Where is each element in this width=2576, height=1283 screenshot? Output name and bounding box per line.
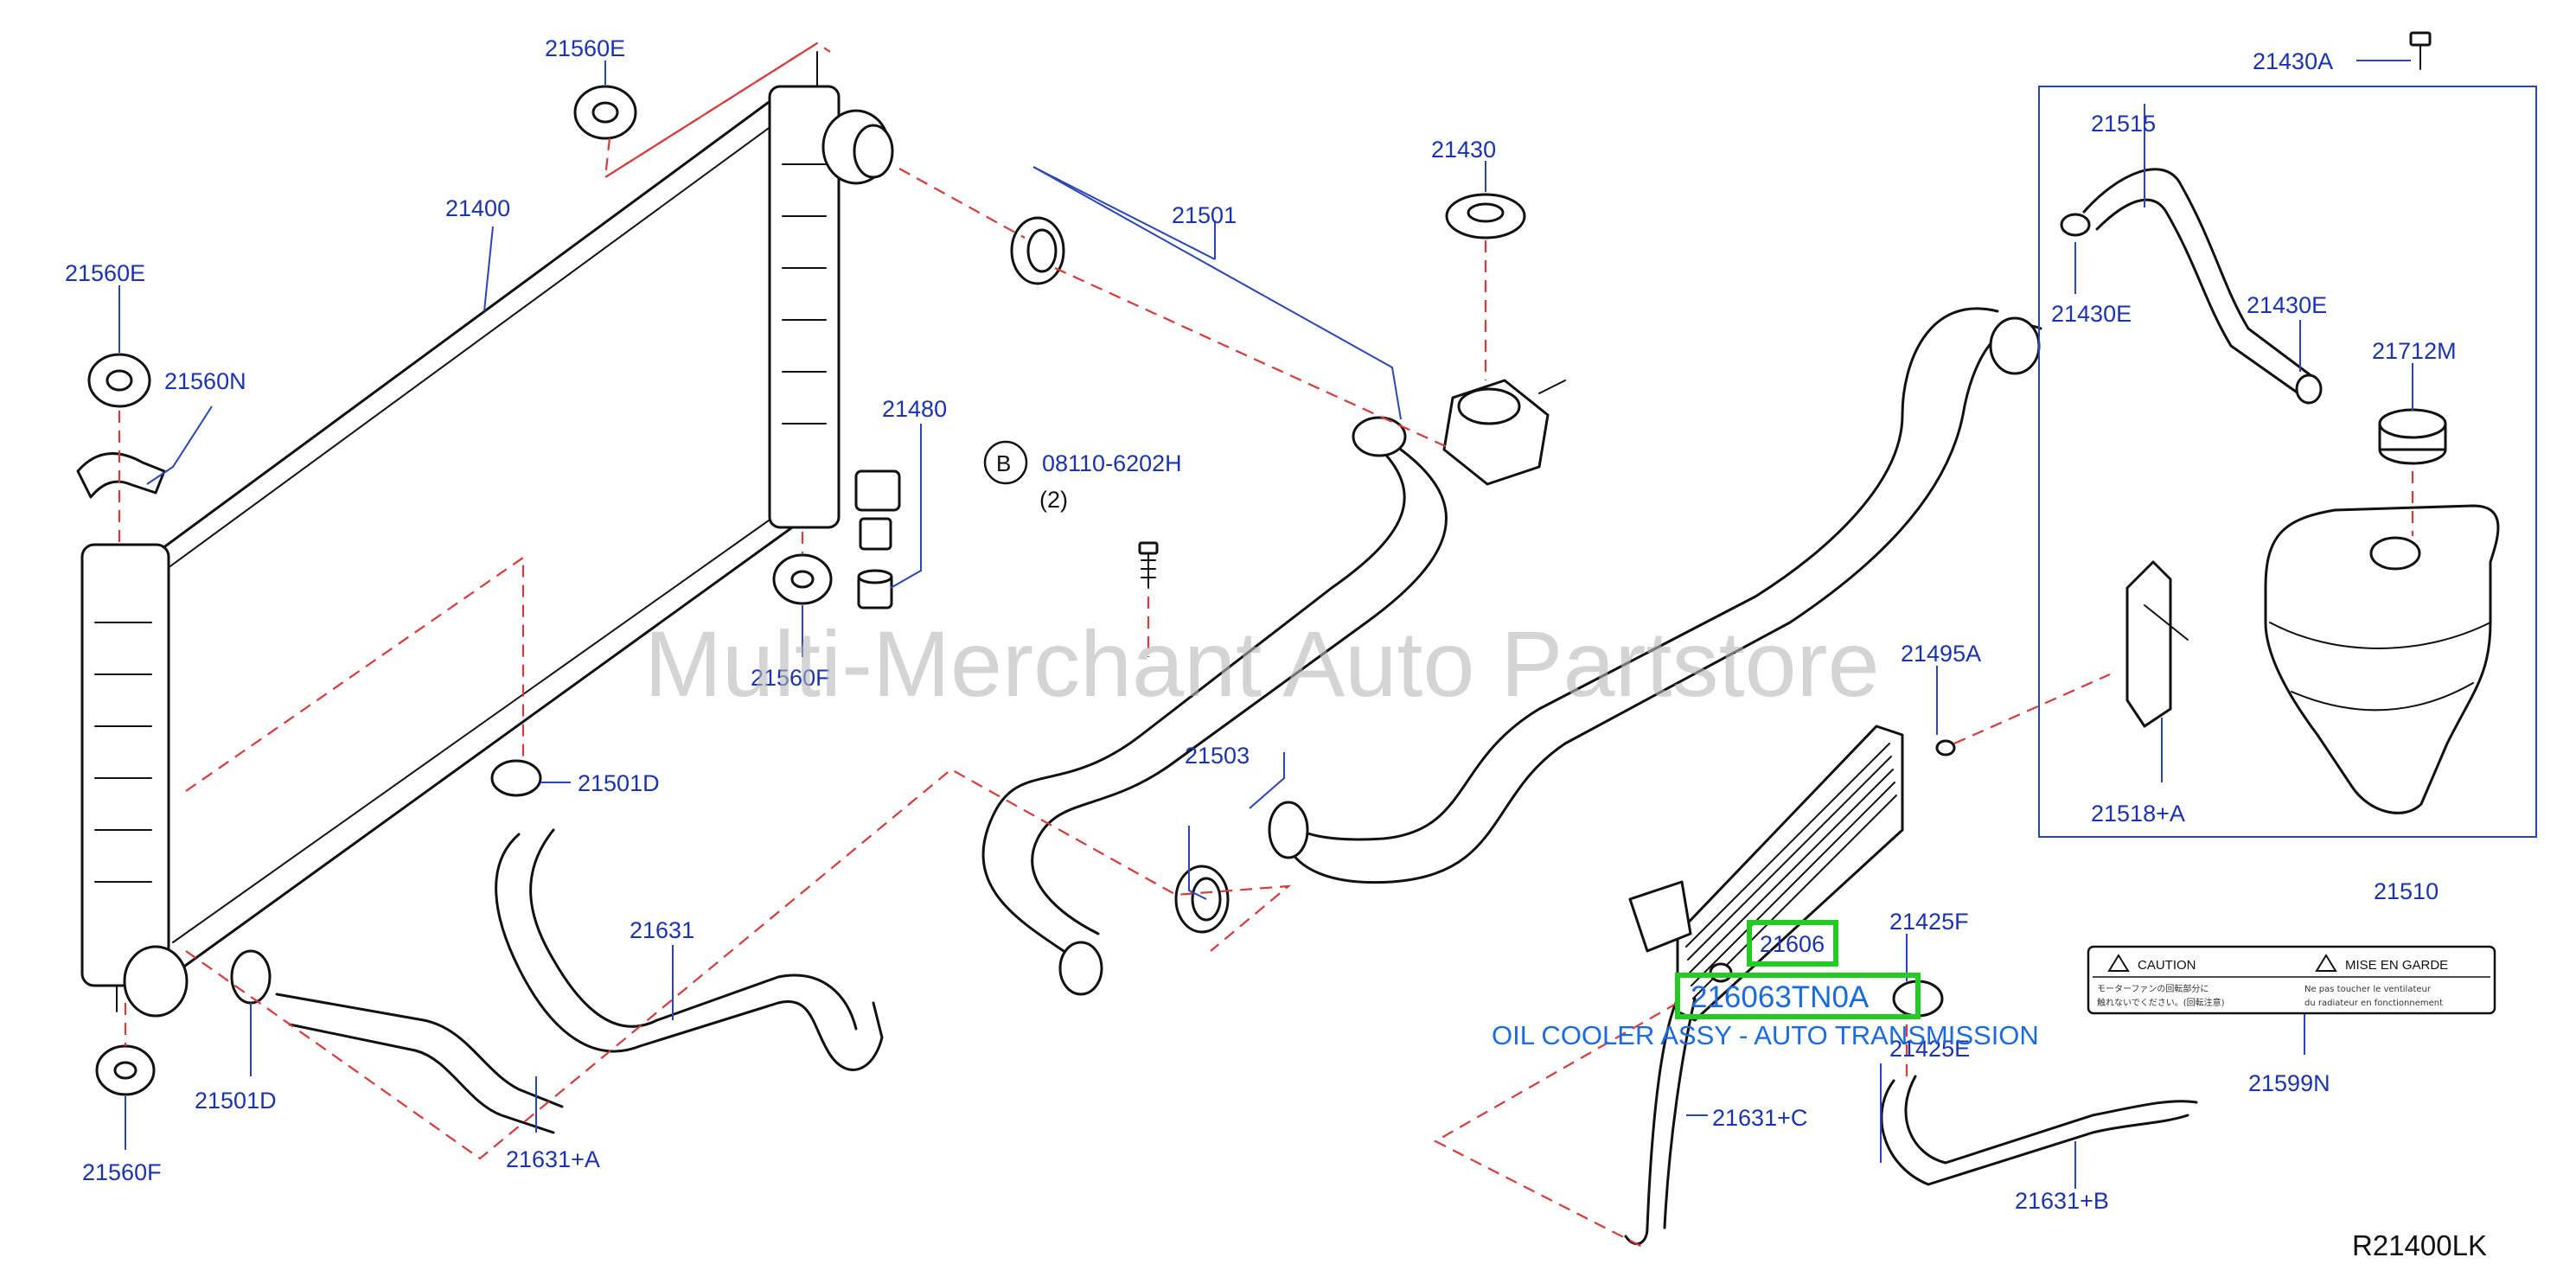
reservoir-cap-21712M[interactable] bbox=[2378, 408, 2447, 465]
reservoir-tank[interactable] bbox=[2264, 504, 2500, 814]
bolt-08110-6202H[interactable] bbox=[1138, 541, 1159, 589]
caution-left-line-2: 触れないでください。(回転注意) bbox=[2097, 997, 2225, 1008]
grommet-21560E-top[interactable] bbox=[573, 85, 637, 140]
callout-21631-B: 21631+B bbox=[2015, 1188, 2109, 1214]
caution-left-line-1: モーターファンの回転部分に bbox=[2097, 983, 2208, 994]
reservoir-group-box bbox=[2038, 86, 2537, 838]
callout-21606: 21606 bbox=[1760, 931, 1825, 957]
oil-cooler-21606[interactable] bbox=[1628, 724, 1904, 1022]
callout-21430: 21430 bbox=[1431, 137, 1496, 163]
callout-21515: 21515 bbox=[2091, 111, 2156, 137]
highlighted-part-number: 216063TN0A bbox=[1691, 980, 1870, 1014]
hose-21631[interactable] bbox=[495, 828, 884, 1071]
clamp-21503[interactable] bbox=[1174, 865, 1230, 934]
callout-21560E-left: 21560E bbox=[65, 260, 145, 286]
caution-left-title: CAUTION bbox=[2138, 958, 2196, 973]
bracket-21480[interactable] bbox=[857, 569, 893, 610]
callout-21501D-lower: 21501D bbox=[195, 1088, 277, 1114]
callout-21501D-upper: 21501D bbox=[578, 770, 660, 796]
hose-21631-B[interactable] bbox=[1880, 1075, 2198, 1186]
bolt-21495A[interactable] bbox=[1935, 739, 1956, 756]
grommet-21560F-mid[interactable] bbox=[772, 553, 833, 605]
watermark: Multi-Merchant Auto Partstore bbox=[644, 611, 1880, 716]
bolt-reference: B 08110-6202H (2) bbox=[983, 440, 1182, 513]
callout-21400: 21400 bbox=[445, 195, 510, 221]
highlight-box-21606[interactable] bbox=[1747, 920, 1838, 967]
leader-lines bbox=[118, 60, 2413, 1189]
assembly-lines bbox=[118, 41, 2414, 1250]
part-description: OIL COOLER ASSY - AUTO TRANSMISSION bbox=[1492, 1020, 2039, 1050]
caution-right-line-2: du radiateur en fonctionnement bbox=[2304, 999, 2443, 1008]
callout-21425F: 21425F bbox=[1889, 909, 1969, 935]
lower-hose[interactable] bbox=[1268, 307, 2042, 884]
callout-21631-C: 21631+C bbox=[1712, 1105, 1807, 1131]
callout-21503: 21503 bbox=[1185, 743, 1250, 769]
grommet-21560E-left[interactable] bbox=[87, 353, 151, 408]
radiator-21400[interactable] bbox=[76, 51, 901, 1018]
filler-neck[interactable] bbox=[1442, 379, 1566, 486]
upper-hose-21501[interactable] bbox=[981, 416, 1448, 996]
callout-21631-A: 21631+A bbox=[506, 1146, 600, 1172]
callout-21430A: 21430A bbox=[2253, 48, 2333, 74]
callout-21560E-top: 21560E bbox=[545, 35, 625, 61]
clamp-21430E-upper[interactable] bbox=[2060, 213, 2091, 237]
callout-21631: 21631 bbox=[630, 917, 694, 943]
reservoir-hose-21515[interactable] bbox=[2082, 168, 2319, 399]
callouts: 21560E 21400 21560E 21560N 21480 21560F … bbox=[65, 35, 2457, 1214]
caution-right-line-1: Ne pas toucher le ventilateur bbox=[2304, 985, 2432, 994]
clamp-21501D-lower[interactable] bbox=[230, 949, 272, 1005]
callout-21712M: 21712M bbox=[2372, 338, 2457, 364]
callout-21599N: 21599N bbox=[2248, 1070, 2330, 1096]
clamp-21501[interactable] bbox=[1010, 216, 1065, 285]
clamp-21430E-lower[interactable] bbox=[2295, 373, 2323, 405]
caution-right-title: MISE EN GARDE bbox=[2345, 958, 2448, 973]
bolt-ref-qty: (2) bbox=[1039, 487, 1068, 513]
radiator-cap-21430[interactable] bbox=[1445, 193, 1526, 239]
diagram-code: R21400LK bbox=[2352, 1229, 2487, 1261]
callout-21560F-mid: 21560F bbox=[751, 665, 830, 691]
callout-21480: 21480 bbox=[882, 396, 947, 422]
caution-label-21599N[interactable]: CAUTION MISE EN GARDE モーターファンの回転部分に 触れない… bbox=[2087, 945, 2496, 1015]
callout-21430E-right: 21430E bbox=[2247, 292, 2327, 318]
grommet-21560F-bottom[interactable] bbox=[95, 1044, 156, 1096]
callout-21425E: 21425E bbox=[1889, 1036, 1970, 1062]
bolt-ref-number: 08110-6202H bbox=[1042, 450, 1182, 476]
bolt-21430A[interactable] bbox=[2409, 31, 2432, 70]
highlight-box-part-number[interactable] bbox=[1675, 973, 1921, 1019]
callout-21430E-left: 21430E bbox=[2051, 301, 2132, 327]
callout-21560F-bottom: 21560F bbox=[82, 1159, 162, 1185]
callout-21560N: 21560N bbox=[164, 368, 246, 394]
hose-21631-C[interactable] bbox=[1624, 997, 1697, 1246]
bolt-ref-letter: B bbox=[996, 450, 1011, 476]
callout-21495A: 21495A bbox=[1901, 641, 1981, 667]
clamp-21501D-upper[interactable] bbox=[490, 759, 542, 797]
bracket-21518-A[interactable] bbox=[2125, 560, 2189, 728]
callout-21501: 21501 bbox=[1172, 202, 1237, 228]
hose-21631-A[interactable] bbox=[275, 993, 564, 1134]
callout-21518-A: 21518+A bbox=[2091, 801, 2185, 827]
callout-21510: 21510 bbox=[2374, 878, 2439, 904]
